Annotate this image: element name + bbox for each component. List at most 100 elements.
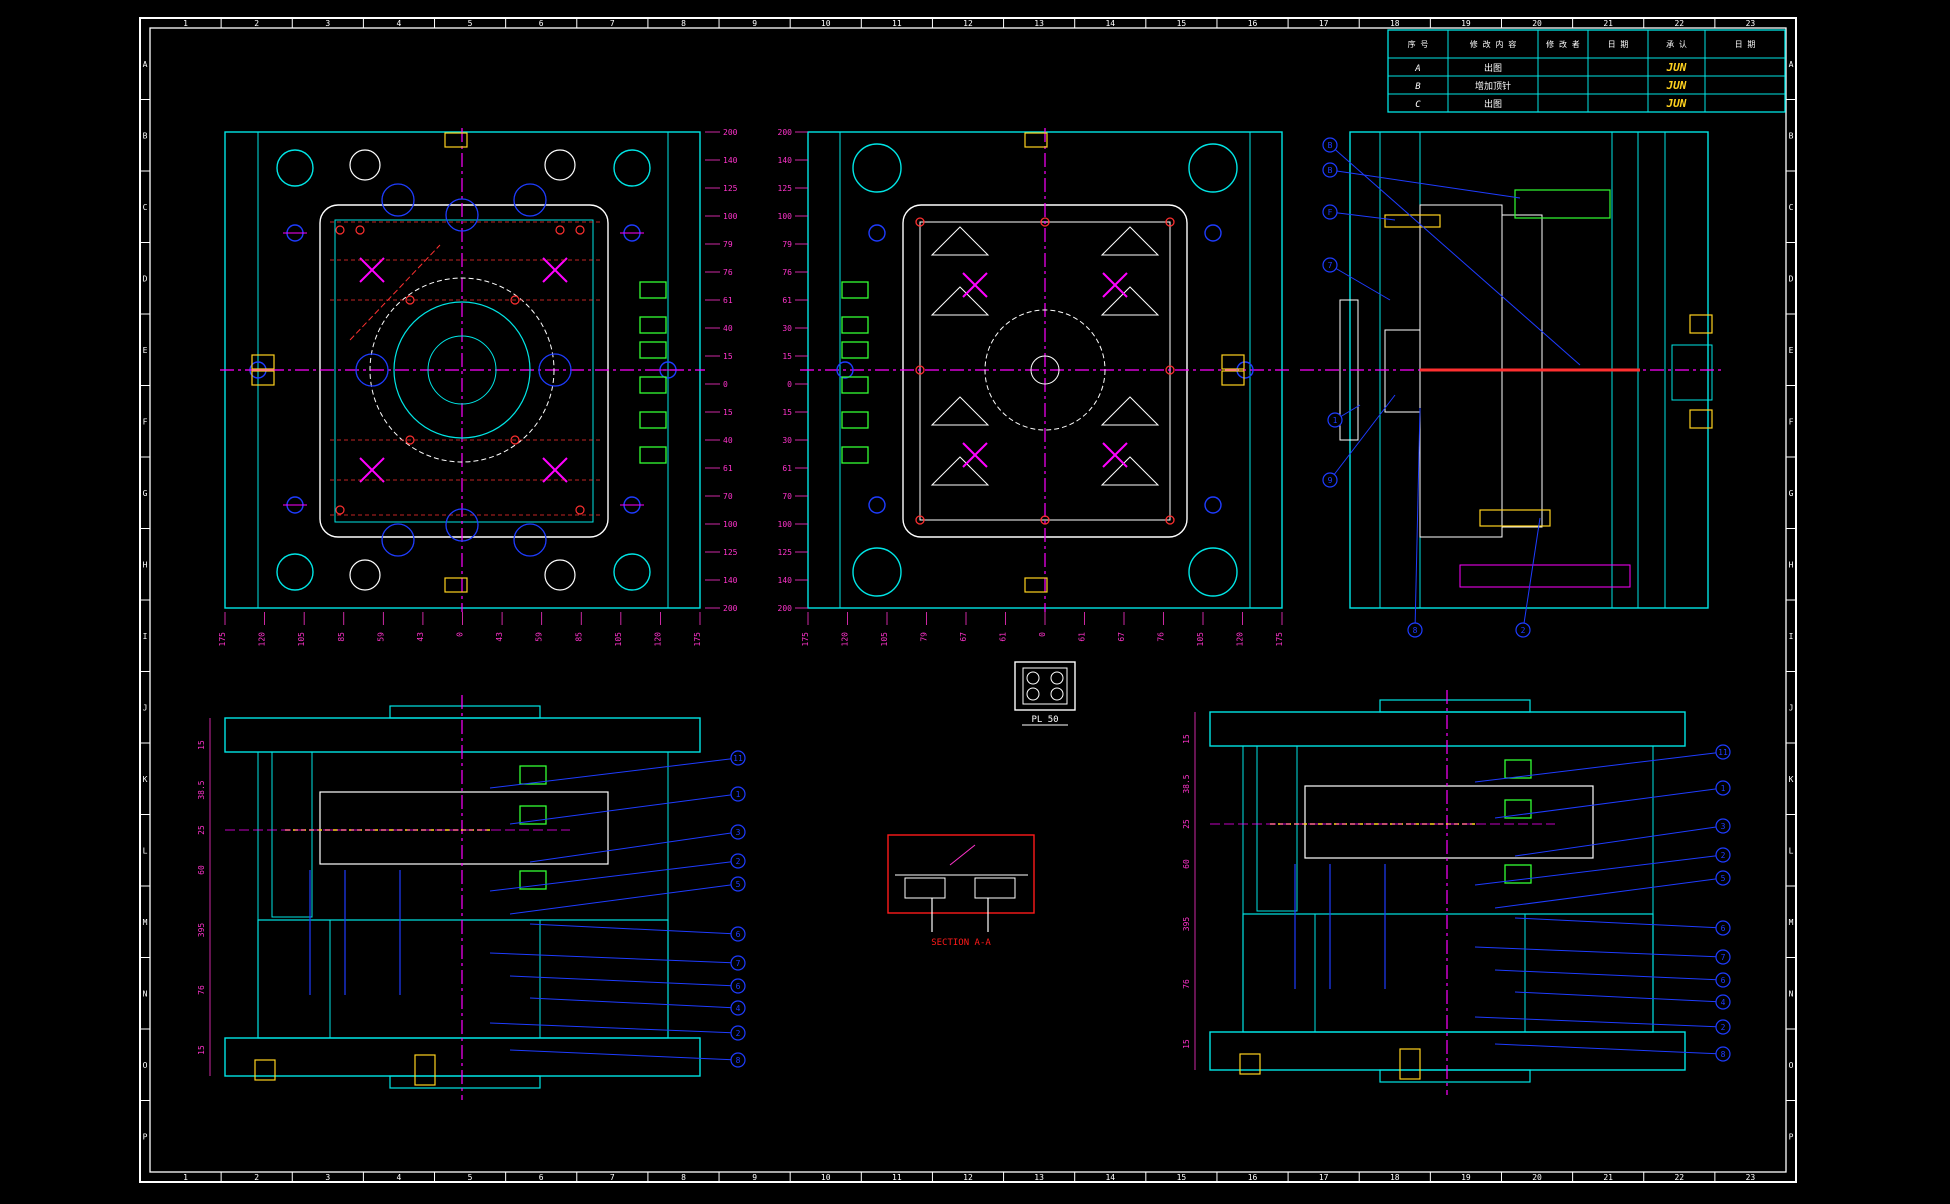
part-balloon (1322, 162, 1338, 178)
part-balloon (1327, 412, 1343, 428)
dimension-value: 85 (574, 632, 583, 642)
balloon-leader (1474, 1016, 1724, 1028)
frame-row-label: A (1789, 60, 1794, 69)
frame-column-label: 18 (1390, 19, 1400, 28)
frame-column-label: 21 (1603, 1173, 1613, 1182)
dimension-value: 0 (723, 380, 728, 389)
guide-bushing (381, 523, 415, 557)
guide-bushing (513, 183, 547, 217)
frame-row-label: B (1789, 131, 1794, 140)
lifting-eyebolt (1221, 370, 1245, 386)
frame-row-label: O (143, 1061, 148, 1070)
part-balloon (730, 978, 746, 994)
guide-bushing (538, 353, 572, 387)
dimension-value: 120 (653, 632, 662, 647)
frame-row-label: I (143, 632, 148, 641)
plan-view-cavity-side: 2001401251007976614015015406170100125140… (218, 128, 738, 646)
part-balloon (1322, 204, 1338, 220)
water-fitting (639, 446, 667, 464)
balloon-leader (489, 1022, 739, 1034)
dimension-value: 85 (337, 632, 346, 642)
balloon-leader (1329, 211, 1396, 221)
frame-column-label: 5 (468, 19, 473, 28)
frame-column-label: 2 (254, 19, 259, 28)
frame-column-label: 17 (1319, 19, 1329, 28)
dimension-value: 79 (782, 240, 792, 249)
dimension-value: 61 (782, 464, 792, 473)
support-bolt (1399, 1048, 1421, 1080)
frame-row-label: M (1789, 918, 1794, 927)
dimension-value: 100 (778, 520, 793, 529)
dimension-value: 67 (1117, 632, 1126, 642)
dimension-value: 60 (1182, 859, 1191, 869)
return-pin-hole (544, 559, 576, 591)
dimension-value: 125 (778, 184, 793, 193)
frame-column-label: 13 (1034, 1173, 1044, 1182)
frame-column-label: 10 (821, 1173, 831, 1182)
frame-column-label: 2 (254, 1173, 259, 1182)
dimension-value: 140 (723, 576, 738, 585)
guide-bushing (513, 523, 547, 557)
frame-row-label: O (1789, 1061, 1794, 1070)
frame-column-label: 22 (1674, 1173, 1684, 1182)
frame-column-label: 11 (892, 1173, 902, 1182)
part-balloon-number: 6 (736, 982, 741, 991)
part-balloon (730, 926, 746, 942)
dimension-value: 15 (723, 408, 733, 417)
water-fitting (1504, 759, 1532, 779)
part-balloon (1715, 994, 1731, 1010)
frame-column-label: 19 (1461, 19, 1471, 28)
cross-runner (359, 257, 385, 283)
frame-row-label: E (143, 346, 148, 355)
dimension-value: 100 (778, 212, 793, 221)
part-balloon (1715, 780, 1731, 796)
screw-hole (868, 496, 886, 514)
revision-table-cell: JUN (1666, 61, 1687, 74)
frame-column-label: 16 (1248, 19, 1258, 28)
water-fitting (639, 316, 667, 334)
balloon-leader (529, 997, 739, 1009)
guide-bushing (355, 353, 389, 387)
dimension-value: 120 (841, 632, 850, 647)
support-bolt (414, 1054, 436, 1086)
dimension-value: 0 (456, 632, 465, 637)
revision-table-cell: JUN (1666, 79, 1687, 92)
water-fitting (639, 341, 667, 359)
rib-pocket (1100, 396, 1160, 426)
ejector-pin (510, 435, 520, 445)
dimension-value: 140 (778, 576, 793, 585)
dimension-value: 43 (416, 632, 425, 642)
frame-column-label: 8 (681, 1173, 686, 1182)
frame-row-label: P (1789, 1132, 1794, 1141)
frame-row-label: N (143, 989, 148, 998)
part-balloon (1715, 972, 1731, 988)
cross-runner (359, 457, 385, 483)
dimension-value: 175 (693, 632, 702, 647)
ejector-pin (575, 225, 585, 235)
part-balloon (1715, 818, 1731, 834)
return-pin-hole (349, 149, 381, 181)
frame-column-label: 3 (325, 1173, 330, 1182)
dimension-value: 25 (1182, 819, 1191, 829)
frame-column-label: 21 (1603, 19, 1613, 28)
rib-pocket (1100, 226, 1160, 256)
dimension-value: 25 (197, 825, 206, 835)
frame-column-label: 5 (468, 1173, 473, 1182)
part-balloon (1322, 137, 1338, 153)
cross-runner (542, 457, 568, 483)
cross-runner (962, 272, 988, 298)
lifting-eyebolt (444, 132, 468, 148)
frame-row-label: D (1789, 274, 1794, 283)
frame-column-label: 17 (1319, 1173, 1329, 1182)
part-balloon-number: B (1328, 141, 1333, 150)
part-balloon-number: 3 (1721, 822, 1726, 831)
balloon-leader (1329, 144, 1581, 366)
frame-column-label: 7 (610, 19, 615, 28)
ejector-pin (1040, 217, 1050, 227)
ejector-pin (405, 435, 415, 445)
frame-column-label: 14 (1105, 1173, 1115, 1182)
